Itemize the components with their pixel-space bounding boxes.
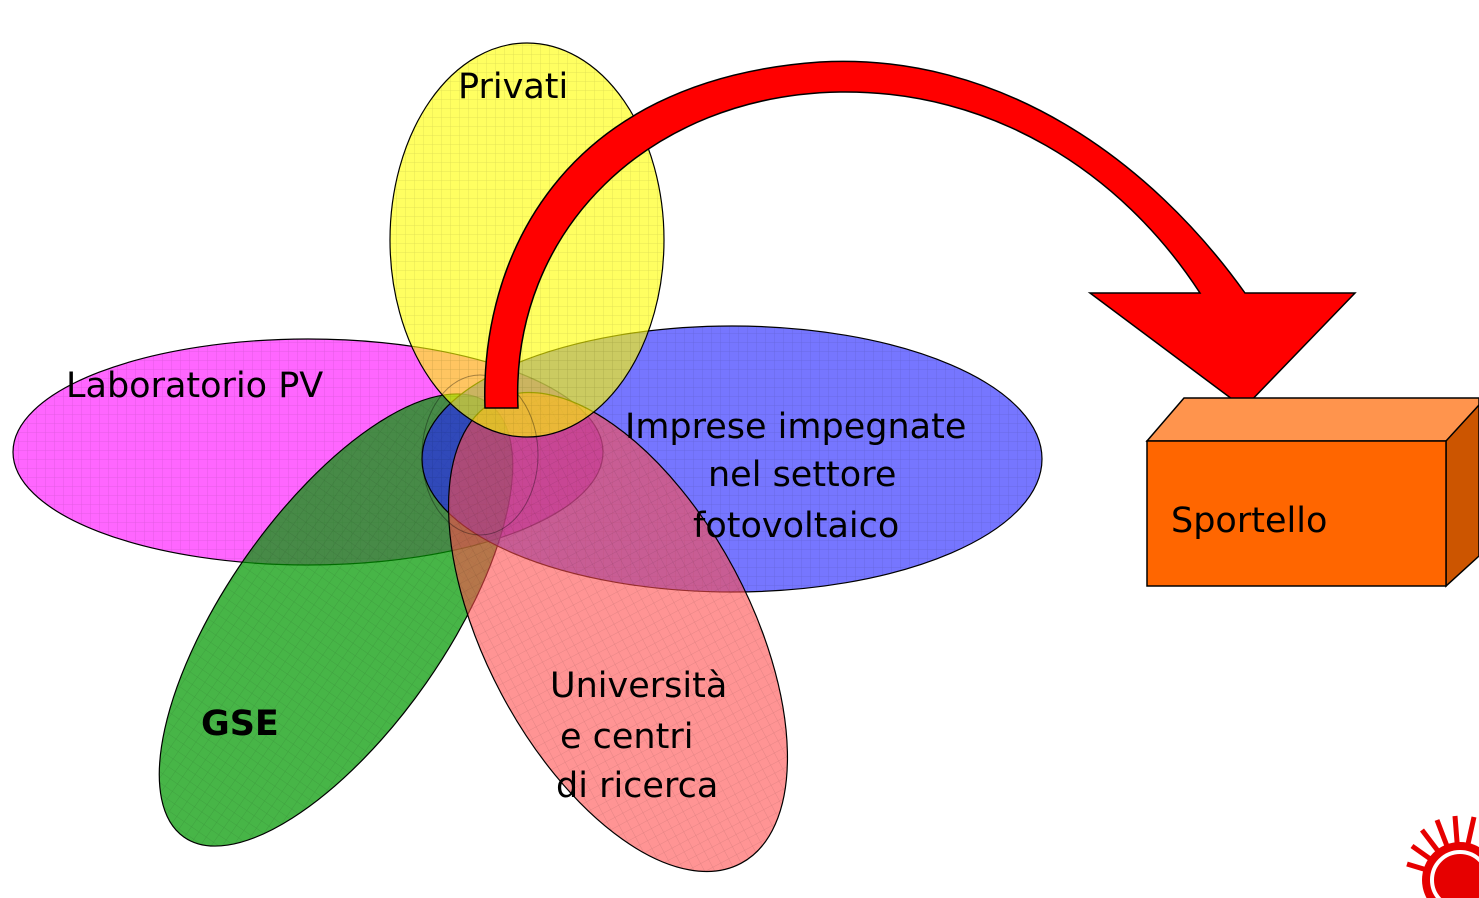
sun-logo-icon (1406, 815, 1479, 898)
imprese-label-line-1: Imprese impegnate (625, 407, 966, 447)
center-overlap-circle (421, 374, 539, 536)
imprese-label-line-3: fotovoltaico (693, 506, 899, 546)
red-arrow (484, 60, 1357, 409)
gse-label: GSE (201, 704, 279, 744)
universita-label-line-3: di ricerca (556, 766, 718, 806)
imprese-label-line-2: nel settore (708, 455, 896, 495)
privati-label: Privati (458, 67, 568, 107)
universita-label-line-1: Università (550, 666, 727, 706)
universita-label-line-2: e centri (560, 717, 693, 757)
sportello-box (1145, 397, 1479, 588)
sportello-label: Sportello (1171, 501, 1327, 541)
laboratorio-label: Laboratorio PV (66, 366, 323, 406)
